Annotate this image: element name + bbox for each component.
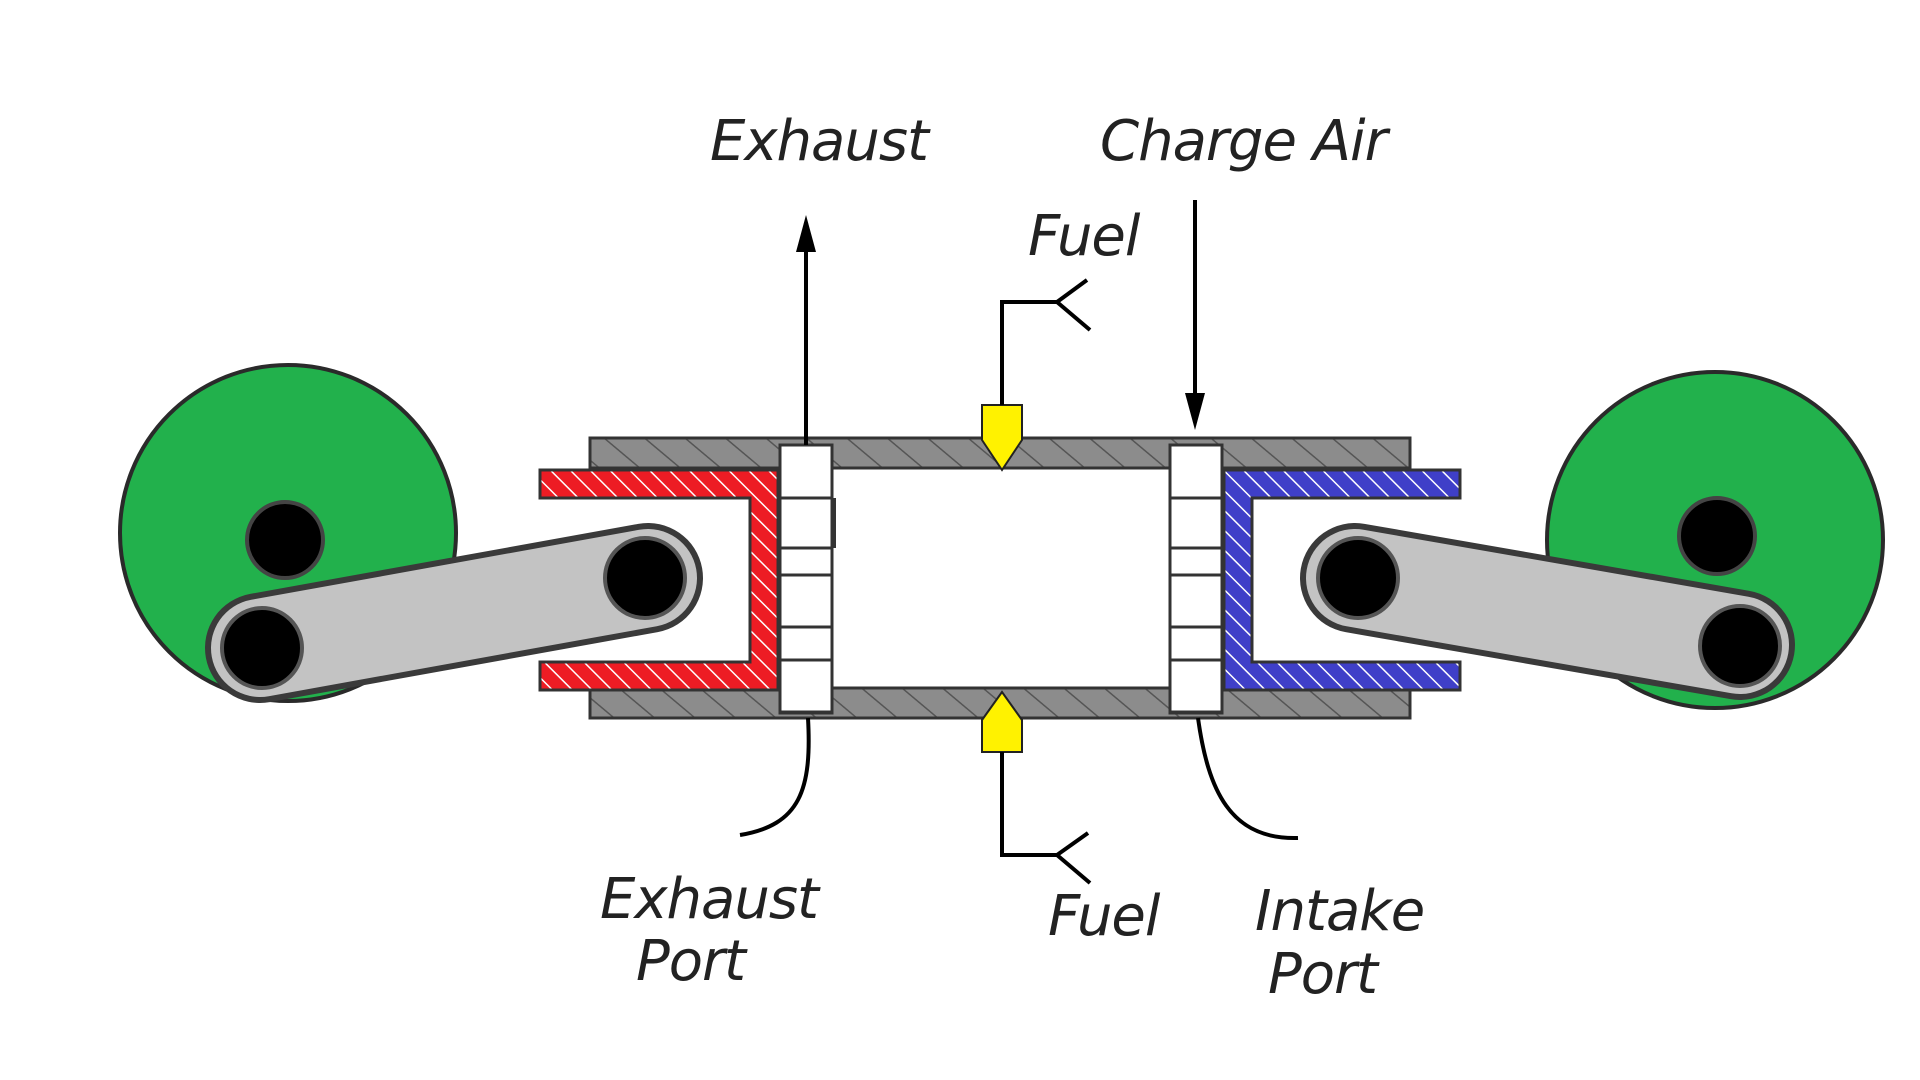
left-crank-main-pin <box>245 500 325 580</box>
right-crank-main-pin <box>1677 496 1757 576</box>
label-fuel-bottom: Fuel <box>1048 884 1161 949</box>
exhaust-port <box>778 443 836 715</box>
label-intake-port-line1: Intake <box>1255 879 1424 944</box>
exhaust-port-leader <box>739 717 811 837</box>
fuel-line-top <box>1000 278 1092 405</box>
label-exhaust-port-line1: Exhaust <box>600 867 821 932</box>
label-intake-port-line2: Port <box>1268 942 1380 1007</box>
right-crank-pin <box>1698 604 1782 688</box>
left-wrist-pin <box>603 536 687 620</box>
combustion-chamber <box>780 468 1220 688</box>
fuel-line-bottom <box>1000 752 1092 885</box>
fuel-injector-top <box>981 404 1023 472</box>
cylinder <box>588 404 1412 753</box>
charge-air-arrow-icon <box>1185 200 1205 430</box>
left-crank-pin <box>220 606 304 690</box>
right-connecting-rod <box>1300 523 1795 700</box>
intake-piston <box>1222 468 1462 692</box>
label-fuel-top: Fuel <box>1028 204 1141 269</box>
label-exhaust: Exhaust <box>710 109 931 174</box>
label-charge-air: Charge Air <box>1100 109 1391 174</box>
left-connecting-rod <box>205 523 703 703</box>
fuel-injector-bottom <box>981 690 1023 753</box>
intake-port-leader <box>1196 717 1299 841</box>
intake-port <box>1168 443 1224 715</box>
label-exhaust-port-line2: Port <box>636 929 748 994</box>
exhaust-piston <box>538 468 780 692</box>
right-wrist-pin <box>1316 536 1400 620</box>
exhaust-arrow-icon <box>796 215 816 445</box>
